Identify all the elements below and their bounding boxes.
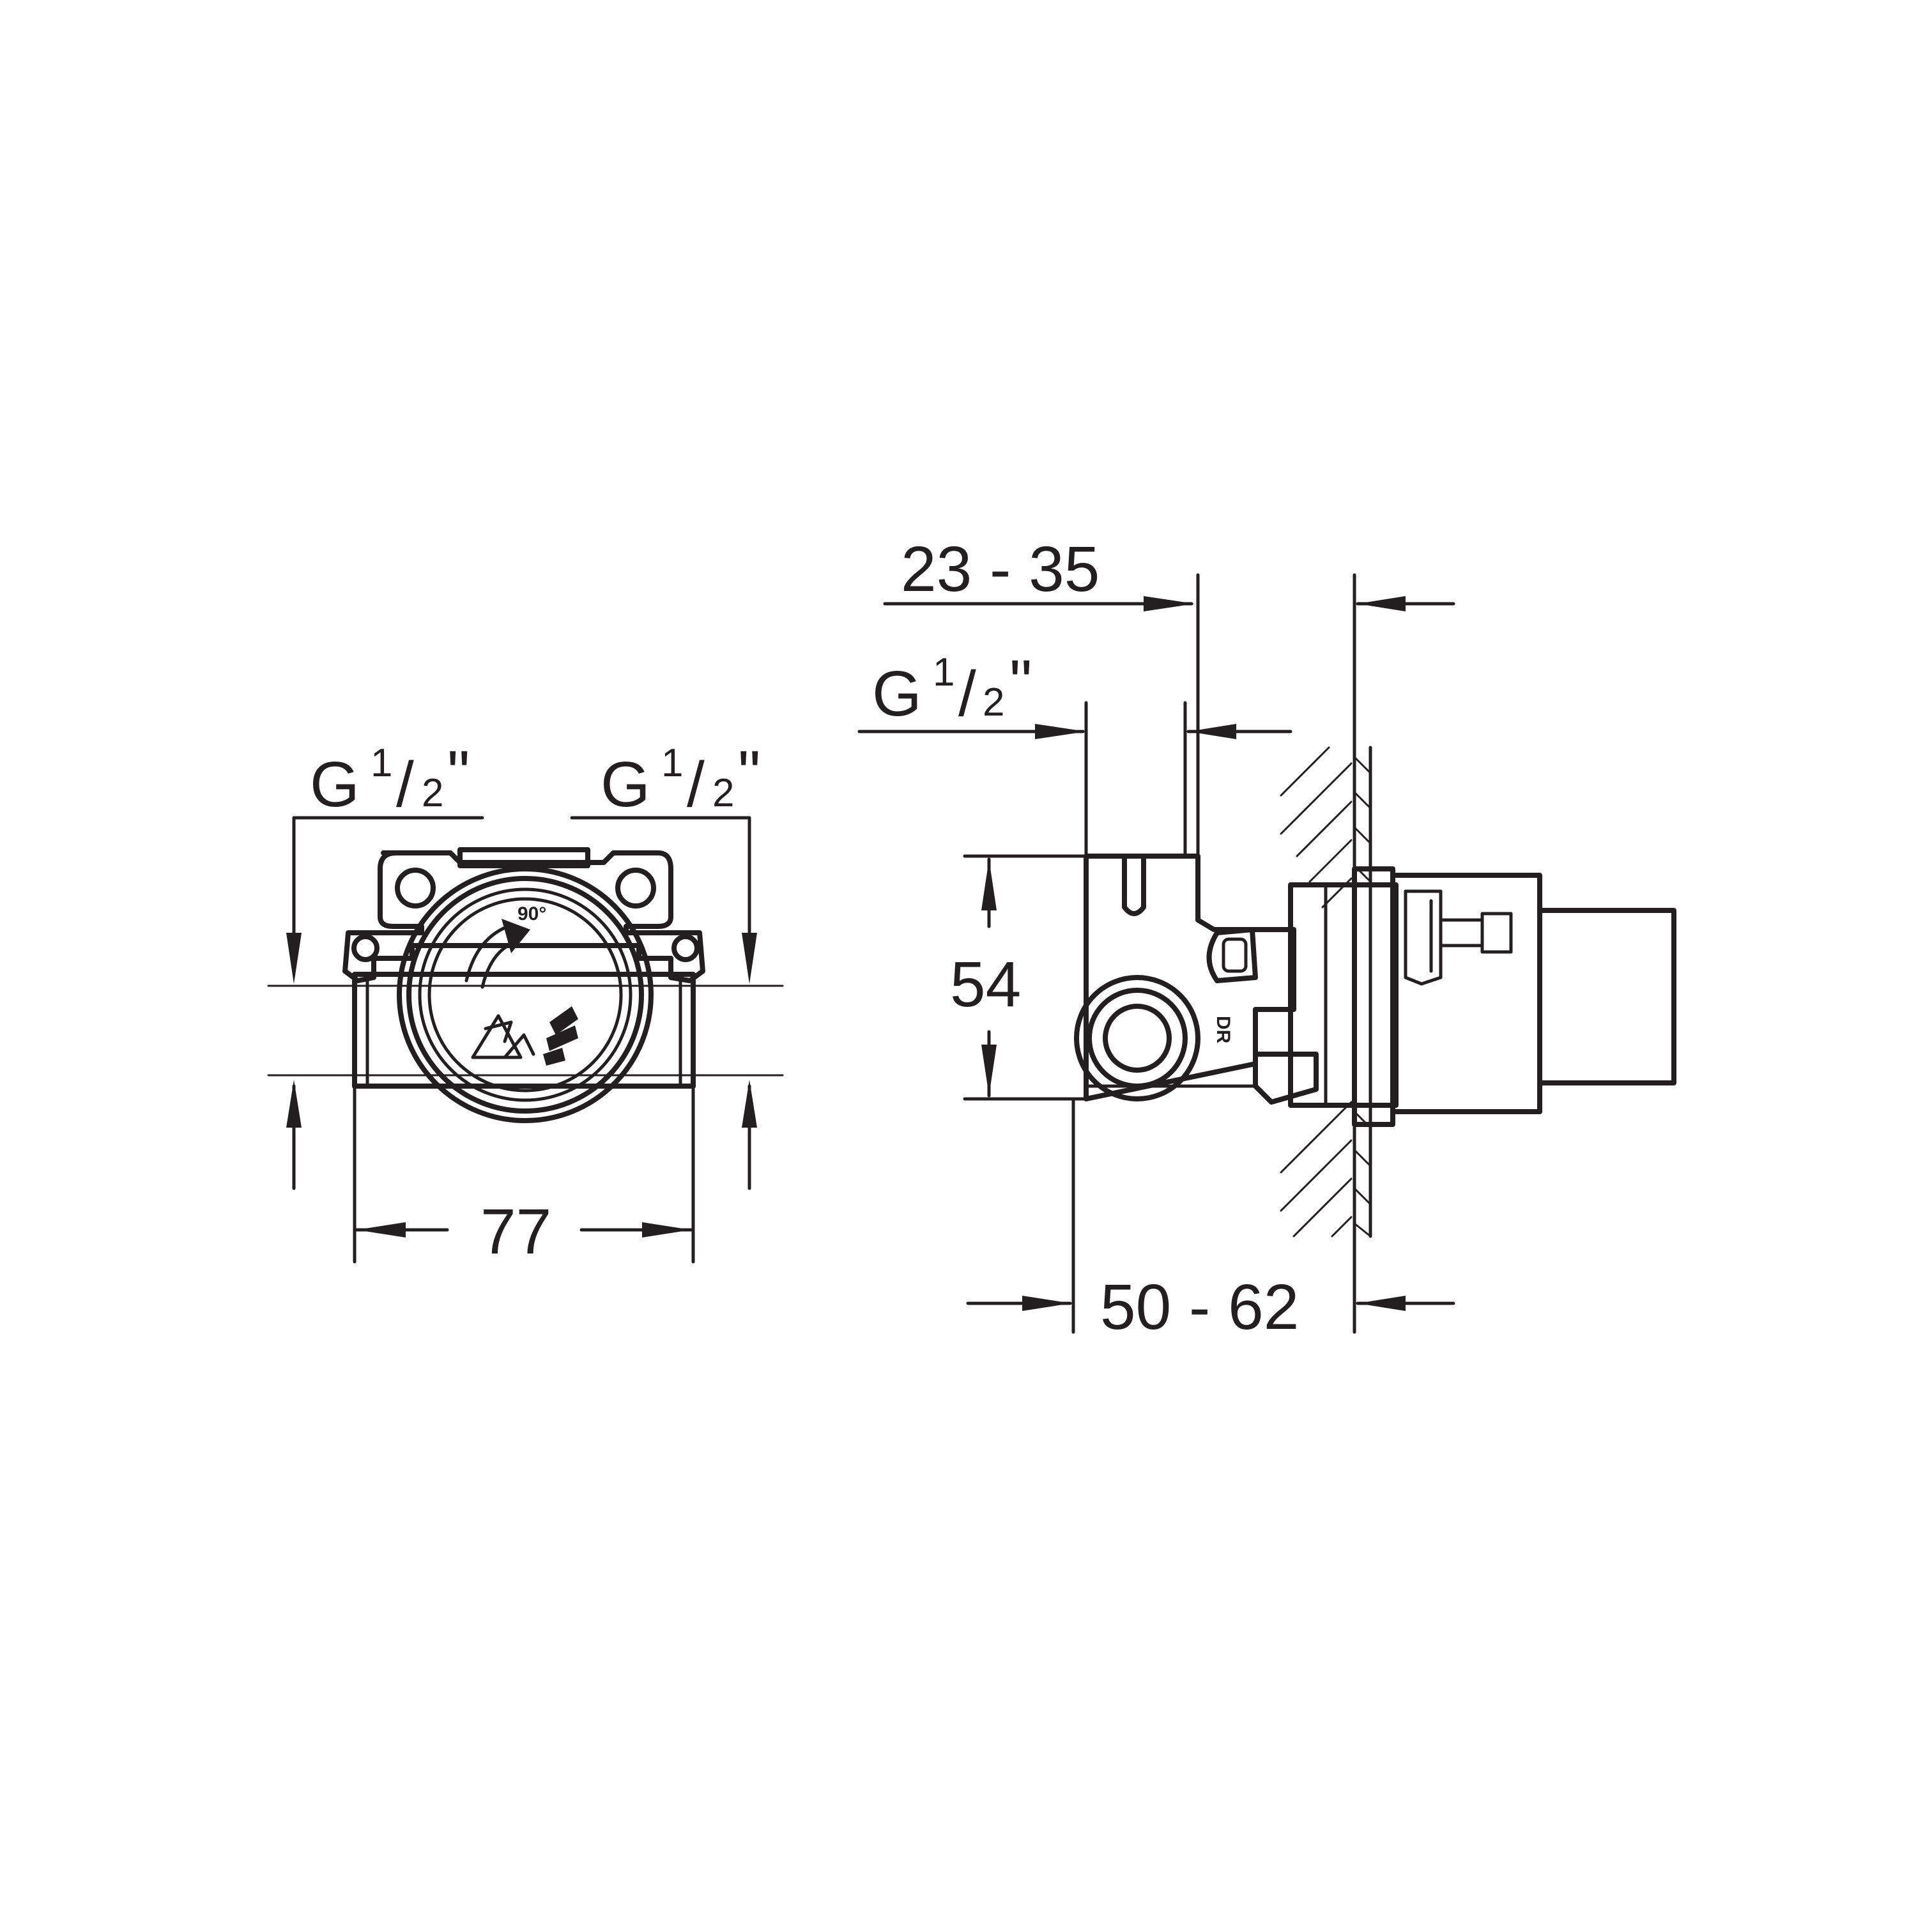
side-view: DR 23 - 35 G 1 / [857, 533, 1676, 1343]
svg-text:77: 77 [480, 1196, 551, 1268]
cartridge-outer-ring [397, 866, 654, 1123]
svg-text:": " [447, 738, 470, 809]
bracket-hole-right [671, 934, 700, 962]
svg-text:/: / [958, 658, 976, 730]
front-view: 90° G 1 / 2 " [267, 738, 784, 1268]
svg-text:2: 2 [712, 771, 734, 815]
svg-text:1: 1 [933, 650, 954, 694]
cover-cap [1537, 908, 1676, 1085]
angle-mark: 90° [518, 903, 546, 924]
bracket-hole-top-left [395, 868, 436, 908]
svg-text:G: G [872, 658, 922, 730]
bracket-hole-left [351, 934, 379, 962]
svg-text:": " [738, 738, 761, 809]
svg-text:/: / [396, 749, 414, 820]
mounting-bracket [342, 850, 705, 983]
thread-dimension-right: G 1 / 2 " [570, 738, 761, 1190]
lower-clip [1253, 1052, 1319, 1105]
flange-plate [1288, 882, 1399, 1108]
top-slot [1122, 854, 1146, 916]
svg-text:1: 1 [371, 741, 392, 785]
svg-text:": " [1009, 647, 1032, 719]
side-fitting [1206, 927, 1258, 983]
port-label: DR [1213, 1016, 1234, 1044]
depth-range-dimension: 50 - 62 [966, 1097, 1455, 1343]
wall-range-dimension: 23 - 35 [883, 533, 1455, 922]
rotation-arrow-icon [464, 919, 530, 989]
bracket-hole-top-right [615, 868, 656, 908]
svg-text:2: 2 [422, 771, 443, 815]
svg-text:/: / [687, 749, 705, 820]
outlet-port [1074, 975, 1200, 1101]
bracket-top-plate [457, 847, 590, 868]
svg-text:2: 2 [983, 680, 1004, 724]
svg-text:G: G [310, 749, 360, 820]
thread-dimension-side: G 1 / 2 " [857, 647, 1292, 858]
svg-text:54: 54 [950, 949, 1021, 1020]
svg-text:23 - 35: 23 - 35 [901, 533, 1100, 605]
thread-dimension-left: G 1 / 2 " [286, 738, 484, 1190]
width-dimension: 77 [353, 1084, 695, 1268]
svg-text:1: 1 [661, 741, 683, 785]
clip-detail [1404, 889, 1513, 986]
svg-text:G: G [601, 749, 650, 820]
wall-plate [1352, 866, 1395, 1127]
recycle-icon [471, 1014, 535, 1059]
brand-logo [543, 1006, 578, 1066]
svg-text:50 - 62: 50 - 62 [1100, 1271, 1299, 1343]
height-dimension: 54 [950, 854, 1088, 1101]
